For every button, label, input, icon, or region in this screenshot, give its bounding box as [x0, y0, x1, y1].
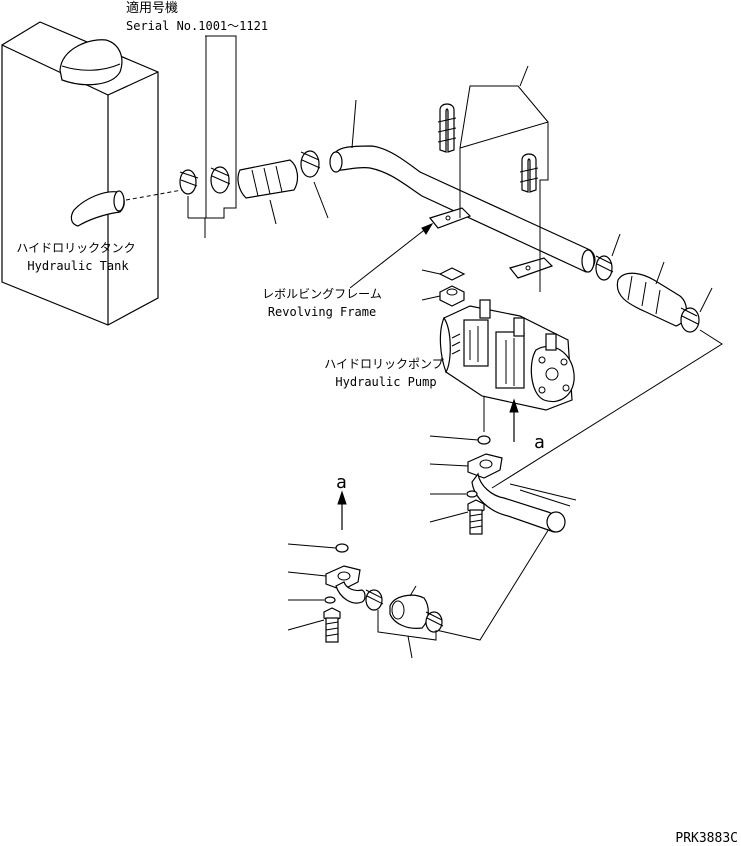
drawing-id: PRK3883C	[675, 831, 738, 846]
hydraulic-pump	[439, 299, 575, 442]
tank-label-jp: ハイドロリックタンク	[16, 241, 135, 255]
frame-fasteners	[349, 222, 466, 307]
tank-label-en: Hydraulic Tank	[27, 259, 129, 273]
hydraulic-tank	[1, 21, 159, 326]
suction-pipe	[329, 99, 596, 279]
leader-lower-return	[435, 523, 553, 641]
leader-right-upper	[491, 329, 723, 489]
pump-label-jp: ハイドロリックポンプ	[324, 357, 443, 371]
applicability-heading: 適用号機	[126, 0, 178, 16]
view-a-upper: a	[534, 432, 545, 453]
pump-label-en: Hydraulic Pump	[335, 375, 436, 389]
serial-number-range: Serial No.1001～1121	[126, 19, 268, 33]
view-a-lower: a	[336, 472, 347, 493]
frame-label-en: Revolving Frame	[268, 305, 376, 319]
u-bolts	[437, 65, 549, 292]
lower-hose-assembly	[365, 585, 444, 659]
serial-bracket	[187, 35, 237, 238]
upper-elbow-assembly	[429, 435, 577, 535]
suction-dashed-line	[125, 189, 183, 201]
frame-label-jp: レボルビングフレーム	[262, 287, 382, 301]
upper-hose-assembly	[179, 150, 329, 225]
lower-elbow-assembly	[287, 490, 366, 643]
right-hose-assembly	[595, 233, 713, 333]
